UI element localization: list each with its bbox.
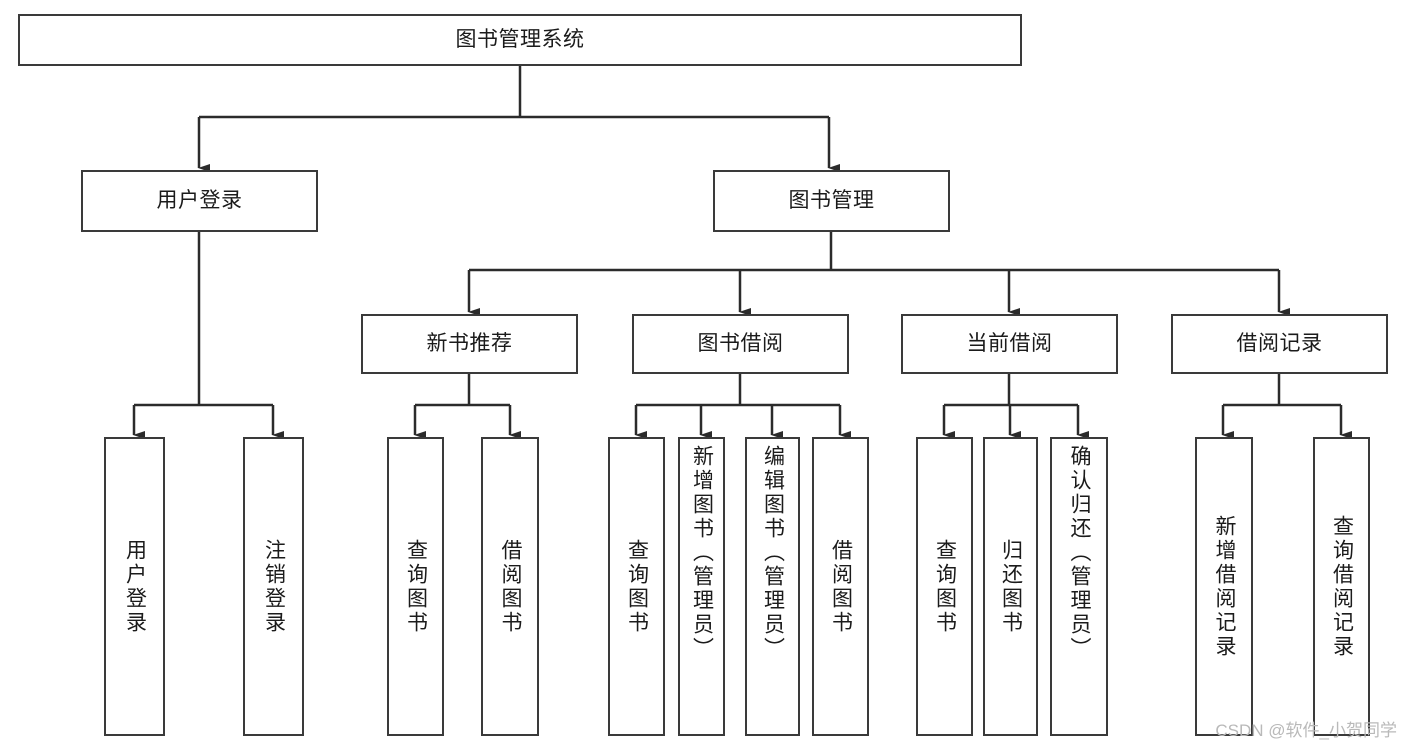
- node-leaf-注销登录-1[interactable]: 注销登录: [243, 437, 304, 736]
- node-leaf-新增图书管理员-5[interactable]: 新增图书（管理员）: [678, 437, 725, 736]
- node-leaf-借阅图书-3[interactable]: 借阅图书: [481, 437, 539, 736]
- node-label: 查询借阅记录: [1330, 514, 1354, 659]
- node-label: 查询图书: [404, 538, 428, 635]
- node-label: 查询图书: [625, 538, 649, 635]
- node-label: 用户登录: [156, 189, 243, 213]
- node-label: 图书借阅: [697, 332, 784, 356]
- node-label: 用户登录: [123, 538, 147, 635]
- node-leaf-借阅图书-7[interactable]: 借阅图书: [812, 437, 869, 736]
- node-label: 查询图书: [933, 538, 957, 635]
- node-level3-借阅记录-3[interactable]: 借阅记录: [1171, 314, 1388, 374]
- node-level2-图书管理-1[interactable]: 图书管理: [713, 170, 950, 232]
- node-level3-当前借阅-2[interactable]: 当前借阅: [901, 314, 1118, 374]
- node-label: 归还图书: [999, 538, 1023, 635]
- node-level3-新书推荐-0[interactable]: 新书推荐: [361, 314, 578, 374]
- node-root-图书管理系统[interactable]: 图书管理系统: [18, 14, 1022, 66]
- node-leaf-确认归还管理员-10[interactable]: 确认归还（管理员）: [1050, 437, 1108, 736]
- node-leaf-新增借阅记录-11[interactable]: 新增借阅记录: [1195, 437, 1253, 736]
- connector-lines: [132, 66, 1352, 439]
- node-label: 当前借阅: [966, 332, 1053, 356]
- node-leaf-编辑图书管理员-6[interactable]: 编辑图书（管理员）: [745, 437, 800, 736]
- node-label: 确认归还（管理员）: [1068, 445, 1092, 661]
- node-label: 新增借阅记录: [1213, 514, 1237, 659]
- node-label: 新书推荐: [426, 332, 513, 356]
- node-leaf-查询图书-8[interactable]: 查询图书: [916, 437, 973, 736]
- node-leaf-查询图书-4[interactable]: 查询图书: [608, 437, 665, 736]
- node-label: 注销登录: [262, 538, 286, 635]
- node-label: 编辑图书（管理员）: [761, 445, 785, 661]
- node-leaf-归还图书-9[interactable]: 归还图书: [983, 437, 1038, 736]
- node-leaf-查询借阅记录-12[interactable]: 查询借阅记录: [1313, 437, 1370, 736]
- node-level2-用户登录-0[interactable]: 用户登录: [81, 170, 318, 232]
- node-label: 借阅记录: [1236, 332, 1323, 356]
- node-label: 图书管理系统: [455, 28, 585, 52]
- node-leaf-查询图书-2[interactable]: 查询图书: [387, 437, 444, 736]
- node-label: 图书管理: [788, 189, 875, 213]
- node-label: 新增图书（管理员）: [690, 445, 714, 661]
- node-label: 借阅图书: [829, 538, 853, 635]
- node-leaf-用户登录-0[interactable]: 用户登录: [104, 437, 165, 736]
- node-label: 借阅图书: [499, 538, 523, 635]
- node-level3-图书借阅-1[interactable]: 图书借阅: [632, 314, 849, 374]
